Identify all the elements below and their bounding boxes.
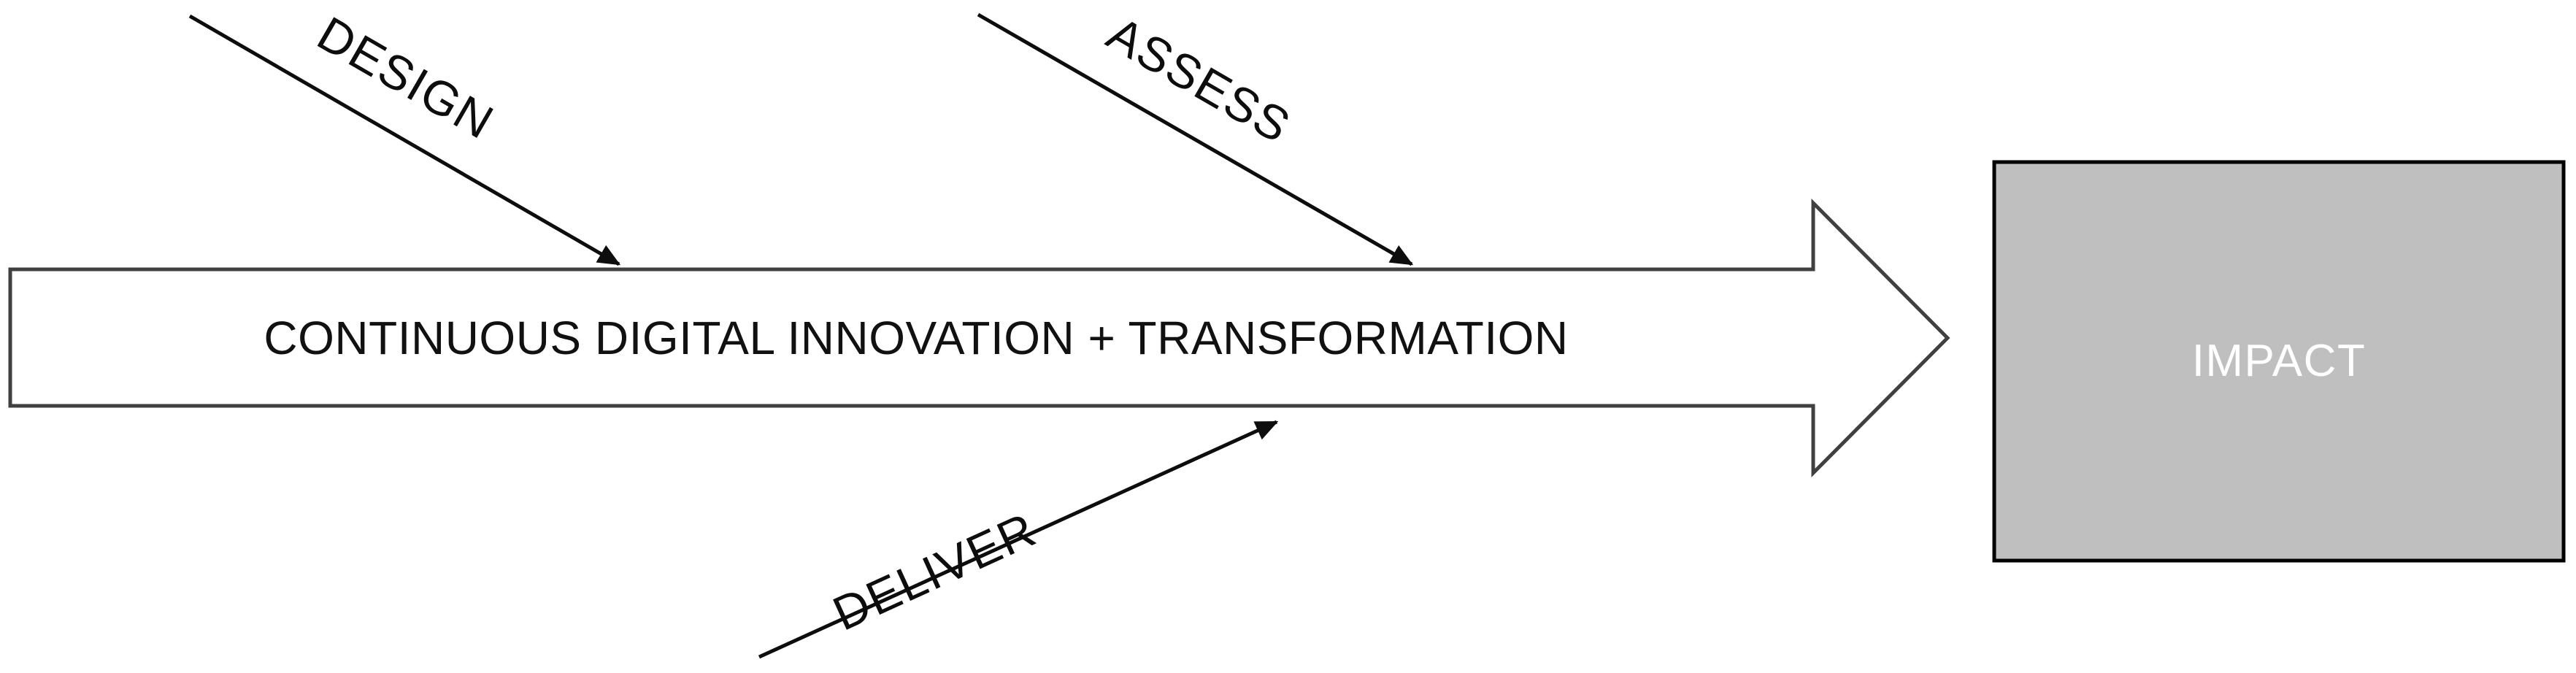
main-process-arrow-shape bbox=[8, 198, 1950, 478]
assess-label: ASSESS bbox=[1099, 6, 1300, 153]
assess-arrow-line bbox=[977, 12, 1414, 266]
deliver-arrow-line bbox=[758, 420, 1279, 659]
deliver-label: DELIVER bbox=[825, 501, 1044, 640]
design-arrow-line bbox=[188, 14, 621, 266]
assess-label-group: ASSESS bbox=[1099, 6, 1300, 153]
impact-box bbox=[1992, 160, 2566, 563]
design-label: DESIGN bbox=[309, 6, 504, 150]
impact-box-label: IMPACT bbox=[2192, 336, 2367, 386]
design-label-group: DESIGN bbox=[309, 6, 504, 150]
deliver-label-group: DELIVER bbox=[825, 501, 1044, 640]
main-arrow-label: CONTINUOUS DIGITAL INNOVATION + TRANSFOR… bbox=[264, 312, 1568, 364]
